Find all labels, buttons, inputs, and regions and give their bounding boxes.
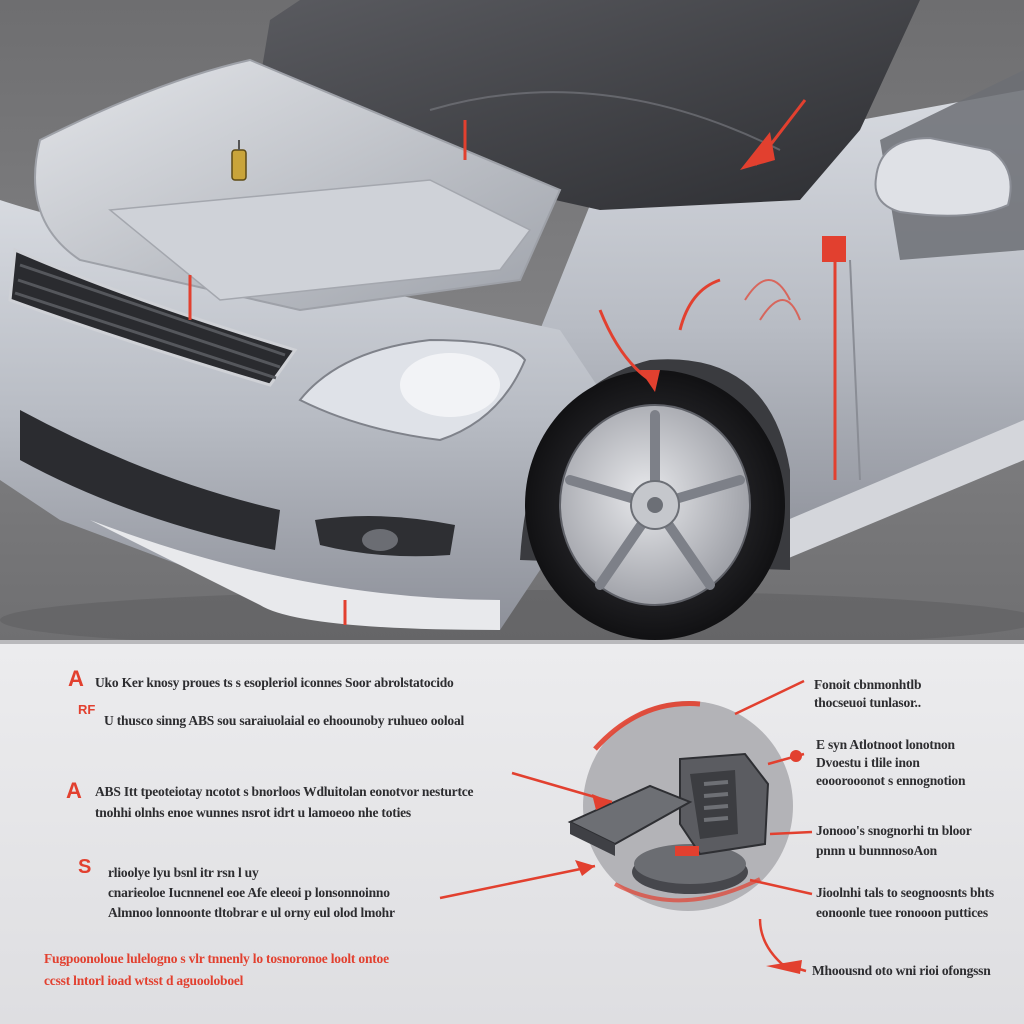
right-label-1-line-1: Fonoit cbnmonhtlb — [814, 677, 922, 692]
car-drawing — [0, 0, 1024, 640]
legend-text-4-line-3: Almnoo lonnoonte tltobrar e ul orny eul … — [108, 905, 395, 920]
legend-text-1-line-1: Uko Ker knosy proues ts s esopleriol ico… — [95, 675, 454, 690]
legend-text-4-line-2: cnarieoloe Iucnnenel eoe Afe eleeoi p lo… — [108, 885, 390, 900]
right-label-3-line-1: Jonooo's snognorhi tn bloor — [816, 823, 972, 838]
right-label-4-line-2: eonoonle tuee ronooon puttices — [816, 905, 988, 920]
right-label-2-line-1: E syn Atlotnoot lonotnon — [816, 737, 955, 752]
right-label-3-line-2: pnnn u bunnnosoAon — [816, 843, 937, 858]
car-illustration — [0, 0, 1024, 640]
side-mirror — [874, 136, 1012, 217]
right-label-4-line-1: Jioolnhi tals to seognoosnts bhts — [816, 885, 994, 900]
sensor-diagram — [439, 679, 813, 974]
legend-marker-1: A — [68, 666, 84, 691]
legend-text-4-line-1: rlioolye lyu bsnl itr rsn l uy — [108, 865, 259, 880]
lower-intake — [20, 410, 280, 550]
panel-divider — [0, 640, 1024, 644]
legend-marker-3: A — [66, 778, 82, 803]
legend-text-3-line-1: ABS Itt tpeoteiotay ncotot s bnorloos Wd… — [95, 784, 474, 799]
legend-marker-2: RF — [78, 702, 96, 717]
side-skirt — [740, 420, 1024, 570]
abs-sensor-icon — [567, 752, 770, 856]
front-splitter — [90, 520, 500, 630]
right-label-2-line-3: eooorooonot s ennognotion — [816, 773, 966, 788]
legend-text-3-line-2: tnohhi olnhs enoe wunnes nsrot idrt u la… — [95, 805, 411, 820]
car-callouts — [188, 99, 837, 625]
right-label-2-line-2: Dvoestu i tlile inon — [816, 755, 920, 770]
front-wheel — [525, 370, 785, 640]
callout-tag — [822, 236, 846, 262]
door-line — [849, 259, 861, 481]
right-label-5-line-1: Mhoousnd oto wni rioi ofongssn — [812, 963, 991, 978]
front-grille — [8, 247, 298, 387]
callout-arrowhead — [740, 132, 775, 170]
legend-marker-4: S — [78, 856, 92, 878]
right-label-1-line-2: thocseuoi tunlasor.. — [814, 695, 921, 710]
hood-sensor-plug — [231, 140, 247, 181]
hood-vent — [108, 179, 532, 301]
legend-text-2-line-1: U thusco sinng ABS sou saraiuolaial eo e… — [104, 713, 465, 728]
footer-note-line-1: Fugpoonoloue lulelogno s vlr tnnenly lo … — [44, 951, 389, 966]
footer-note-line-2: ccsst lntorl ioad wtsst d aguooloboel — [44, 973, 244, 988]
legend-panel: A Uko Ker knosy proues ts s esopleriol i… — [0, 644, 1024, 1024]
